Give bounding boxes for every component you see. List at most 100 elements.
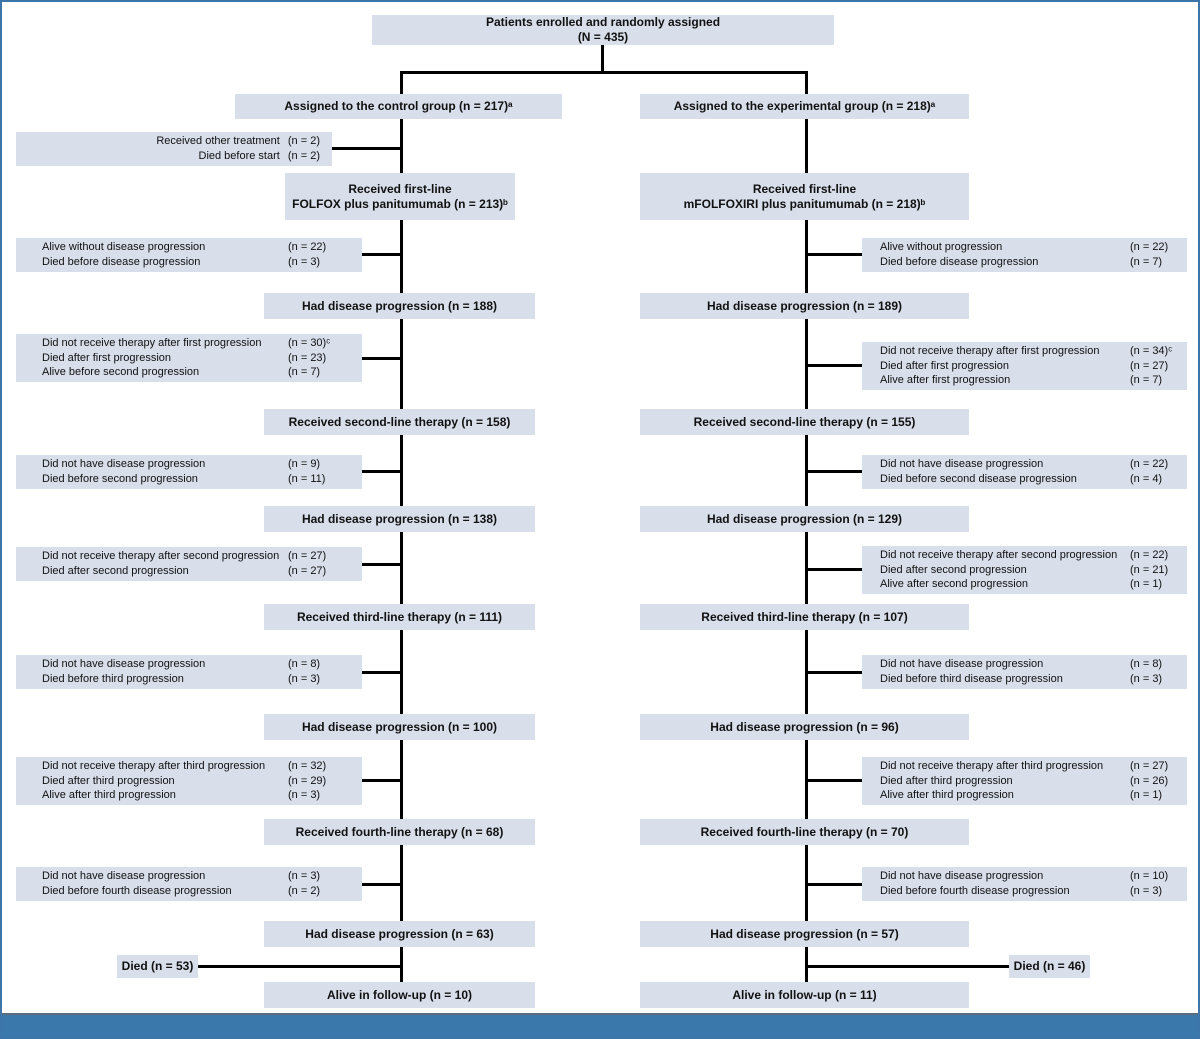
box-thirdline-experimental: Received third-line therapy (n = 107) [640,604,969,630]
exclusion-value: (n = 2) [287,150,320,162]
exclusion-label: Did not receive therapy after second pro… [42,550,280,563]
exclusion-value: (n = 21) [1130,563,1169,576]
box-control-excl-fourthline: Did not have disease progression (n = 3)… [16,867,362,901]
box-secondline-experimental: Received second-line therapy (n = 155) [640,409,969,435]
exclusion-row: Alive before second progression (n = 7) [42,365,350,380]
box-fourthline-experimental: Received fourth-line therapy (n = 70) [640,819,969,845]
exclusion-value: (n = 4) [1130,473,1163,485]
exclusion-row: Alive after second progression (n = 1) [880,577,1182,592]
connector-died-experimental [806,965,1010,968]
exclusion-row: Died after first progression (n = 27) [880,359,1182,374]
exclusion-row: Died after third progression (n = 29) [42,774,350,789]
box-progression1-experimental: Had disease progression (n = 189) [640,293,969,319]
exclusion-label: Alive after second progression [880,578,1028,591]
box-text: Received second-line therapy (n = 158) [288,414,511,429]
box-control-excl-firstline: Alive without disease progression (n = 2… [16,238,362,272]
box-text: Received first-line [348,181,452,196]
exclusion-row: Did not have disease progression (n = 8) [880,657,1182,672]
exclusion-value: (n = 3) [1130,885,1163,897]
exclusion-value: (n = 11) [288,473,326,485]
exclusion-row: Did not have disease progression (n = 22… [880,457,1182,472]
exclusion-value: (n = 1) [1130,789,1163,802]
exclusion-row: Alive after third progression (n = 1) [880,788,1182,803]
connector [806,470,862,473]
exclusion-label: Died before fourth disease progression [42,885,232,897]
exclusion-label: Did not have disease progression [880,458,1044,471]
box-control-excl-not-started: Received other treatment (n = 2) Died be… [16,132,332,166]
exclusion-label: Alive after first progression [880,374,1011,387]
exclusion-value: (n = 3) [288,789,321,802]
exclusion-row: Did not have disease progression (n = 3) [42,869,350,884]
exclusion-value: (n = 27) [1130,760,1169,773]
enrollment-line1: Patients enrolled and randomly assigned [485,15,721,29]
exclusion-row: Alive after third progression (n = 3) [42,788,350,803]
exclusion-value: (n = 7) [1130,374,1163,387]
box-text: Received second-line therapy (n = 155) [693,414,916,429]
box-experimental-excl-secondline: Did not have disease progression (n = 22… [862,455,1187,489]
connector [362,253,402,256]
box-firstline-control: Received first-line FOLFOX plus panitumu… [285,173,515,220]
exclusion-row: Died before disease progression (n = 7) [880,255,1182,270]
connector [362,779,402,782]
exclusion-label: Died after second progression [880,563,1027,576]
exclusion-label: Did not have disease progression [880,870,1044,883]
exclusion-row: Alive without disease progression (n = 2… [42,240,350,255]
exclusion-row: Alive after first progression (n = 7) [880,373,1182,388]
box-died-control: Died (n = 53) [117,955,198,978]
exclusion-value: (n = 27) [288,565,327,577]
exclusion-label: Died before third disease progression [880,673,1063,685]
exclusion-label: Did not receive therapy after third prog… [880,760,1104,773]
exclusion-row: Received other treatment (n = 2) [24,134,320,149]
exclusion-row: Died before second disease progression (… [880,472,1182,487]
box-experimental-excl-thirdline: Did not have disease progression (n = 8)… [862,655,1187,689]
exclusion-label: Did not receive therapy after third prog… [42,760,266,773]
enrollment-line2: (N = 435) [577,30,629,44]
exclusion-value: (n = 10) [1130,870,1169,883]
box-text: Received third-line therapy (n = 111) [296,609,503,624]
box-progression4-control: Had disease progression (n = 63) [264,921,535,947]
exclusion-label: Died before fourth disease progression [880,885,1070,897]
connector [806,671,862,674]
exclusion-label: Died before start [198,150,280,162]
box-text: Had disease progression (n = 129) [706,511,903,526]
box-text: Received fourth-line therapy (n = 70) [700,824,909,839]
box-text: FOLFOX plus panitumumab (n = 213)ᵇ [292,196,508,211]
exclusion-label: Alive without progression [880,241,1003,254]
box-assigned-experimental: Assigned to the experimental group (n = … [640,94,969,119]
exclusion-label: Did not have disease progression [880,658,1044,671]
box-experimental-excl-after-third: Did not receive therapy after third prog… [862,757,1187,805]
exclusion-row: Died before second progression (n = 11) [42,472,350,487]
exclusion-value: (n = 27) [288,550,327,563]
connector [806,253,862,256]
exclusion-label: Alive without disease progression [42,241,206,254]
exclusion-label: Died after first progression [42,351,171,364]
exclusion-value: (n = 3) [288,870,321,883]
connector-split [400,71,808,74]
exclusion-value: (n = 22) [1130,458,1169,471]
exclusion-value: (n = 32) [288,760,327,773]
exclusion-label: Died before disease progression [880,256,1039,268]
exclusion-value: (n = 3) [288,673,321,685]
exclusion-label: Died after third progression [42,774,175,787]
box-text: Had disease progression (n = 63) [305,926,494,941]
box-text: Assigned to the control group (n = 217)ᵃ [284,99,513,113]
box-control-excl-after-second: Did not receive therapy after second pro… [16,547,362,581]
exclusion-row: Did not receive therapy after second pro… [880,548,1182,563]
connector [806,364,862,367]
box-progression2-experimental: Had disease progression (n = 129) [640,506,969,532]
connector [332,147,402,150]
exclusion-row: Did not receive therapy after third prog… [42,759,350,774]
exclusion-value: (n = 3) [1130,673,1163,685]
box-text: Had disease progression (n = 96) [710,719,899,734]
exclusion-row: Alive without progression (n = 22) [880,240,1182,255]
exclusion-value: (n = 26) [1130,774,1169,787]
exclusion-row: Did not receive therapy after first prog… [880,344,1182,359]
exclusion-row: Did not have disease progression (n = 10… [880,869,1182,884]
connector-died-control [198,965,402,968]
exclusion-value: (n = 3) [288,256,321,268]
box-text: Alive in follow-up (n = 10) [326,987,472,1002]
exclusion-value: (n = 34)ᶜ [1130,345,1173,358]
box-progression1-control: Had disease progression (n = 188) [264,293,535,319]
connector [362,563,402,566]
exclusion-label: Alive after third progression [880,789,1014,802]
